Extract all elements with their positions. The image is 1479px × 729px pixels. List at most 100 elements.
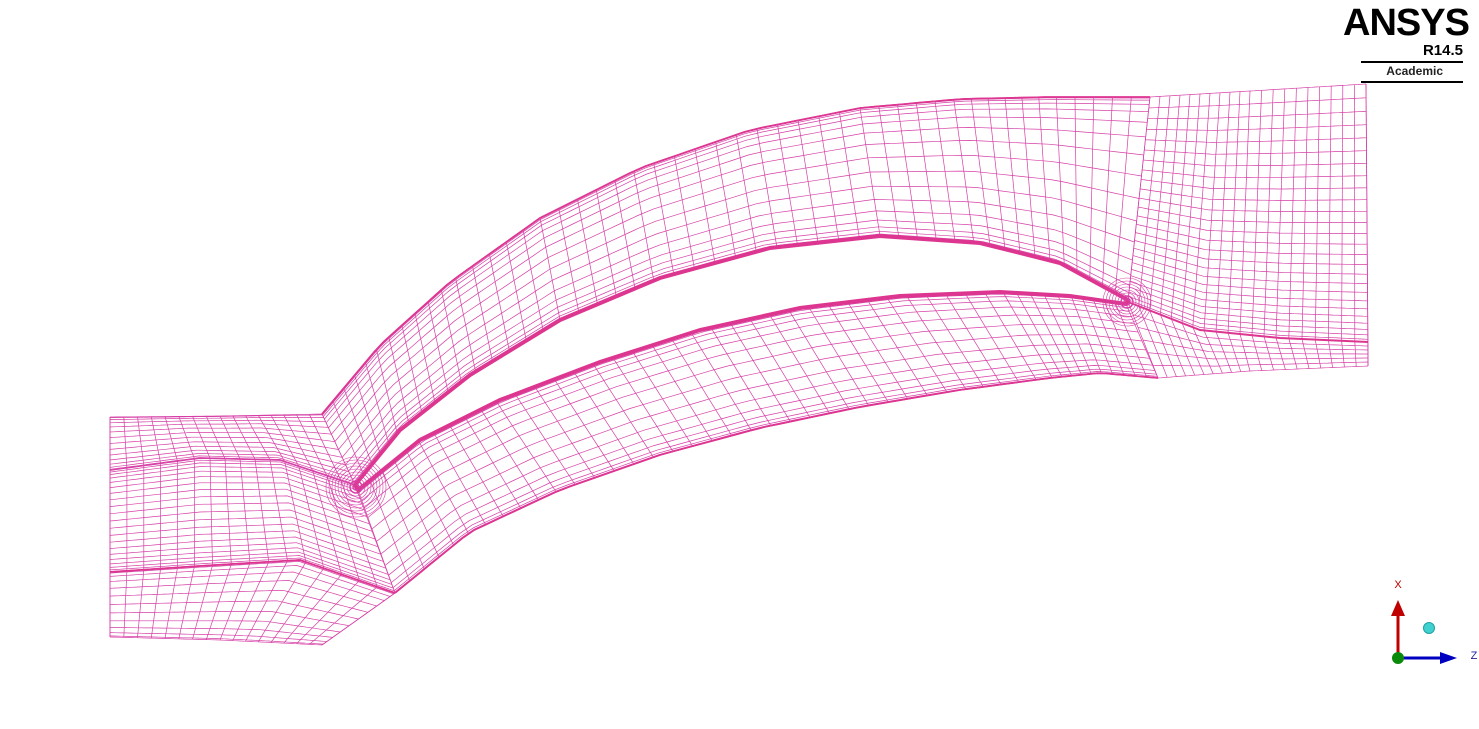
outlet-upper-cross-line: [1160, 95, 1181, 315]
upper-passage-cross-line: [1089, 96, 1095, 280]
outlet-upper-cross-line: [1192, 93, 1211, 328]
inlet-bottom-cross-line: [205, 563, 232, 640]
upper-passage-cross-line: [489, 253, 510, 351]
outlet-upper-cross-line: [1328, 86, 1332, 341]
lower-passage-cross-line: [1092, 299, 1125, 376]
inlet-top-cross-line: [257, 415, 286, 462]
lower-passage-cross-line: [886, 297, 948, 393]
inlet-top-stream-line: [109, 432, 335, 442]
lower-passage-cross-line: [418, 440, 469, 534]
lower-passage-cross-line: [984, 292, 1037, 380]
lower-passage-cross-line: [691, 332, 752, 431]
leading-edge-ring: [352, 483, 360, 491]
outlet-lower-cross-line: [1275, 337, 1286, 370]
lower-passage-cross-line: [769, 314, 830, 414]
outlet-lower-cross-line: [1227, 332, 1242, 372]
lower-passage-cross-line: [945, 294, 1002, 385]
upper-passage-cross-line: [1102, 96, 1113, 287]
inlet-middle-cross-line: [354, 484, 396, 594]
leading-edge-ring: [346, 477, 366, 497]
lower-passage-cross-line: [406, 450, 455, 546]
leading-edge-ring: [343, 474, 369, 500]
trailing-edge-ring: [1117, 292, 1137, 312]
lower-passage-stream-line: [367, 314, 1135, 518]
upper-passage-cross-line: [472, 265, 493, 362]
outlet-lower-cross-line: [1341, 340, 1345, 368]
outlet-upper-cross-line: [1149, 95, 1171, 311]
outlet-lower-cross-line: [1170, 318, 1196, 376]
outlet-lower-cross-line: [1328, 340, 1333, 368]
inlet-middle-cross-line: [224, 458, 232, 565]
trailing-edge-ring: [1105, 280, 1149, 324]
lower-passage-cross-line: [593, 364, 654, 458]
upper-passage-cross-line: [633, 171, 655, 281]
outlet-lower-cross-line: [1314, 339, 1322, 369]
inlet-middle-cross-line: [254, 459, 270, 562]
trailing-edge-ring: [1123, 298, 1131, 306]
outlet-upper-stream-line: [1148, 97, 1367, 109]
upper-passage-cross-line: [354, 375, 381, 455]
outlet-lower-stream-line: [1157, 365, 1369, 379]
lower-passage-stream-line: [394, 372, 1159, 594]
upper-passage-cross-line: [332, 400, 364, 475]
inlet-bottom-stream-line: [109, 580, 377, 607]
upper-passage-cross-line: [343, 387, 373, 465]
inlet-top-stream-line: [109, 445, 346, 466]
leading-edge-ring: [331, 462, 381, 512]
view-sphere-icon[interactable]: [1423, 622, 1435, 634]
outlet-upper-stream-line: [1146, 124, 1367, 131]
inlet-top-cross-line: [150, 416, 161, 464]
outlet-lower-cross-line: [1203, 330, 1223, 374]
upper-passage-cross-line: [1004, 97, 1021, 254]
outlet-upper-stream-line: [1131, 268, 1368, 302]
lower-passage-cross-line: [964, 293, 1019, 383]
upper-passage-cross-line: [839, 112, 860, 239]
inlet-top-cross-line: [164, 416, 178, 462]
outlet-lower-cross-line: [1354, 341, 1357, 367]
upper-passage-cross-line: [756, 128, 778, 248]
inlet-top-cross-line: [192, 416, 211, 459]
upper-passage-cross-line: [577, 199, 598, 305]
lower-passage-stream-line: [393, 371, 1158, 591]
upper-passage-cross-line: [1074, 96, 1078, 273]
lower-passage-cross-line: [1002, 292, 1053, 378]
outlet-upper-cross-line: [1138, 96, 1161, 307]
upper-passage-cross-line: [653, 163, 675, 275]
lower-passage-cross-line: [730, 323, 791, 422]
outlet-upper-cross-line: [1203, 92, 1221, 331]
logo-rule-bottom: [1361, 81, 1463, 83]
inlet-bottom-cross-line: [137, 569, 145, 638]
inlet-top-cross-line: [219, 415, 241, 460]
outlet-lower-cross-line: [1192, 327, 1214, 374]
inlet-bottom-cross-line: [219, 562, 251, 641]
upper-passage-cross-line: [388, 337, 410, 424]
upper-passage-cross-line: [735, 134, 757, 252]
blade-profile: [352, 233, 1131, 493]
lower-passage-cross-line: [828, 304, 889, 403]
upper-passage-stream-line: [345, 199, 1135, 465]
inlet-lower-link-line: [321, 592, 396, 646]
inlet-top-cross-line: [232, 415, 256, 460]
inlet-bottom-cross-line: [270, 568, 325, 643]
upper-passage-cross-line: [522, 229, 544, 331]
outlet-lower-cross-line: [1127, 301, 1159, 379]
lower-passage-cross-line: [749, 318, 811, 418]
upper-passage-cross-line: [365, 362, 390, 444]
axis-triad[interactable]: X Z: [1380, 572, 1479, 672]
lower-passage-cross-line: [651, 345, 713, 442]
outlet-upper-stream-line: [1130, 281, 1368, 317]
inlet-middle-cross-line: [269, 459, 288, 561]
upper-passage-cross-line: [455, 277, 476, 372]
inlet-bottom-cross-line: [232, 561, 270, 641]
upper-passage-cross-line: [715, 141, 736, 258]
outlet-upper-cross-line: [1227, 91, 1241, 333]
outlet-upper-cross-line: [1181, 93, 1201, 324]
inlet-middle-cross-line: [209, 458, 213, 566]
inlet-middle-cross-line: [284, 461, 307, 563]
upper-passage-cross-line: [878, 106, 900, 238]
inlet-middle-cross-line: [298, 466, 325, 569]
inlet-bottom-cross-line: [257, 561, 307, 643]
lower-passage-stream-line: [394, 372, 1159, 594]
